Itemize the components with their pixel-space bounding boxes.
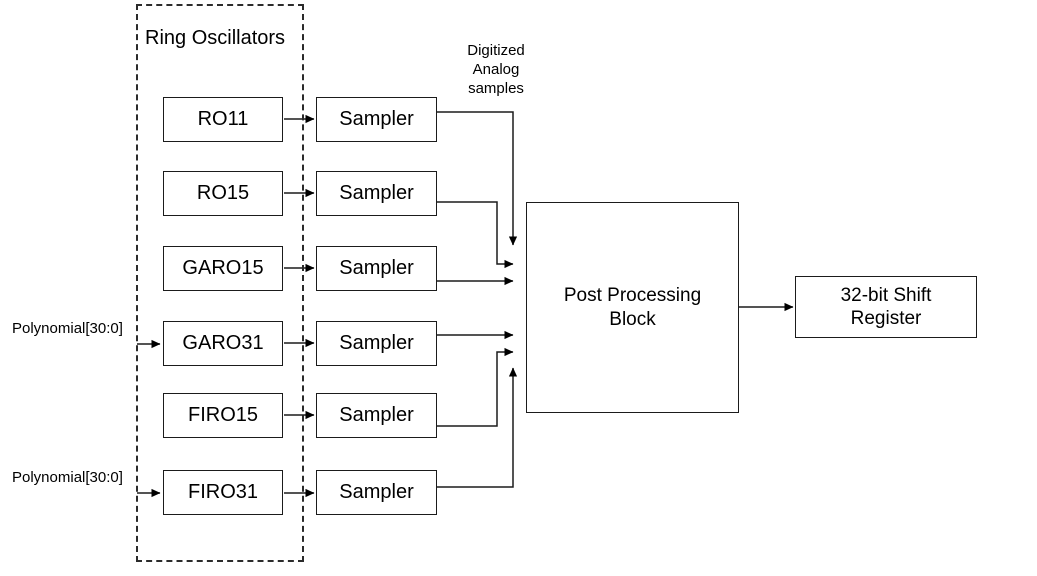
wire-sampler6-to-ppb [437, 367, 518, 488]
block-ro15-label: RO15 [196, 182, 250, 205]
polynomial-firo31-label: Polynomial[30:0] [12, 469, 123, 486]
block-sampler-4[interactable]: Sampler [316, 321, 437, 366]
block-ro15[interactable]: RO15 [163, 171, 283, 216]
block-firo15-label: FIRO15 [187, 404, 259, 427]
wire-sampler1-to-ppb [437, 111, 518, 246]
block-firo15[interactable]: FIRO15 [163, 393, 283, 438]
block-sampler-3-label: Sampler [339, 257, 414, 280]
ring-oscillators-group-title: Ring Oscillators [145, 27, 286, 49]
block-garo15[interactable]: GARO15 [163, 246, 283, 291]
block-ro11[interactable]: RO11 [163, 97, 283, 142]
block-sampler-6[interactable]: Sampler [316, 470, 437, 515]
block-garo15-label: GARO15 [182, 257, 264, 280]
block-sampler-6-label: Sampler [339, 481, 414, 504]
block-firo31[interactable]: FIRO31 [163, 470, 283, 515]
block-sampler-3[interactable]: Sampler [316, 246, 437, 291]
polynomial-garo31-label: Polynomial[30:0] [12, 320, 123, 337]
block-garo31-label: GARO31 [182, 332, 264, 355]
ring-oscillators-group-box [136, 4, 304, 562]
block-sampler-1[interactable]: Sampler [316, 97, 437, 142]
block-shift-register-label-line1: 32-bit Shift [840, 284, 932, 306]
block-firo31-label: FIRO31 [187, 481, 259, 504]
block-sampler-4-label: Sampler [339, 332, 414, 355]
block-garo31[interactable]: GARO31 [163, 321, 283, 366]
block-sampler-5-label: Sampler [339, 404, 414, 427]
block-sampler-1-label: Sampler [339, 108, 414, 131]
block-sampler-2-label: Sampler [339, 182, 414, 205]
block-post-processing-label-line2: Block [609, 308, 656, 330]
block-shift-register-label-line2: Register [850, 308, 922, 329]
block-ro11-label: RO11 [197, 108, 249, 131]
wire-sampler2-to-ppb [437, 201, 514, 269]
block-post-processing[interactable]: Post Processing Block [526, 202, 739, 413]
block-shift-register[interactable]: 32-bit Shift Register [795, 276, 977, 338]
block-sampler-5[interactable]: Sampler [316, 393, 437, 438]
block-sampler-2[interactable]: Sampler [316, 171, 437, 216]
digitized-analog-samples-text: Digitized Analog samples [467, 42, 525, 97]
wire-sampler5-to-ppb [437, 347, 514, 427]
block-post-processing-label-line1: Post Processing [563, 285, 702, 307]
digitized-analog-samples-label: Digitized Analog samples [448, 42, 544, 98]
